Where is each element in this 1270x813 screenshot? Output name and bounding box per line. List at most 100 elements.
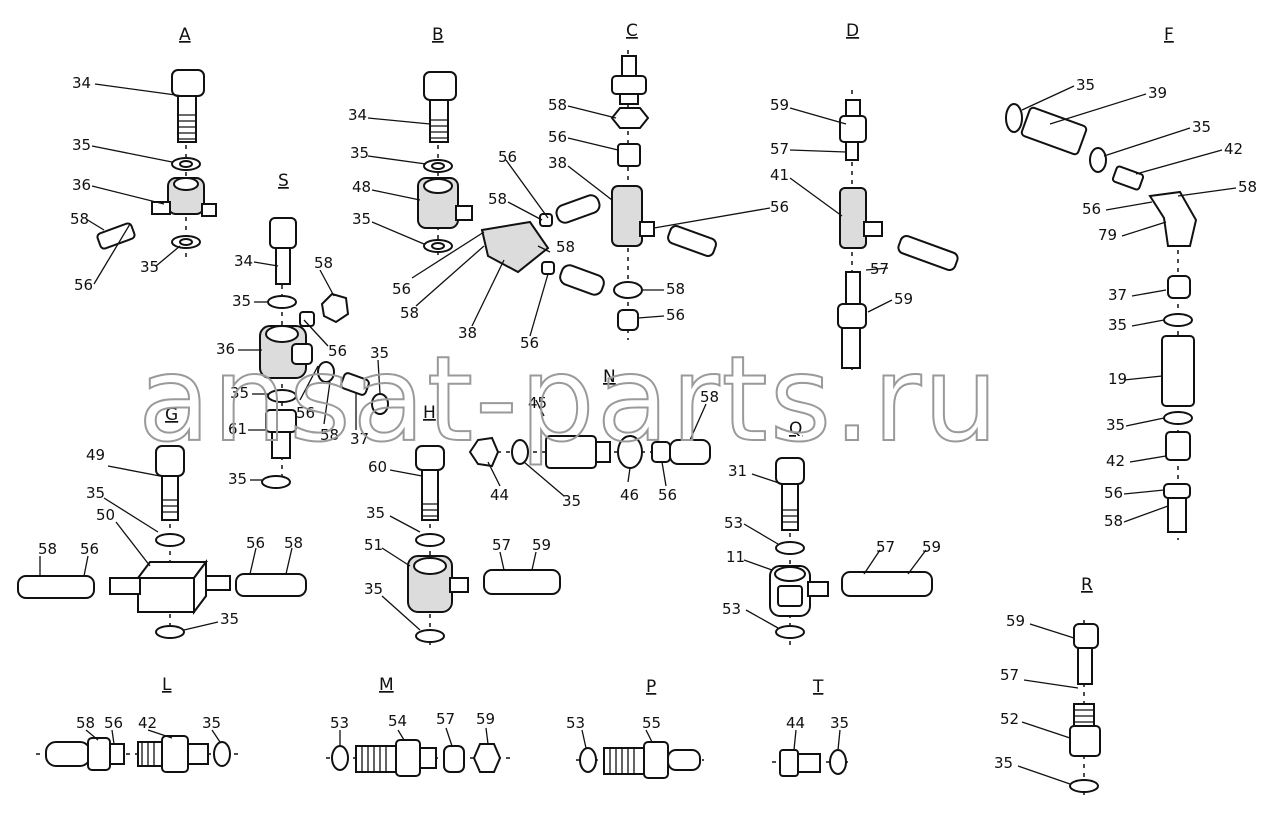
callout-S-11: 61 — [228, 420, 247, 438]
callout-S-10: 37 — [350, 430, 369, 448]
group-title-L: L — [162, 675, 172, 695]
group-title-M: M — [379, 675, 394, 695]
callout-F-5: 58 — [1238, 178, 1257, 196]
group-title-B: B — [432, 25, 444, 45]
cone-insert — [443, 745, 465, 773]
hollow-bolt — [839, 115, 867, 143]
callout-N-5: 46 — [620, 486, 639, 504]
callout-L-2: 56 — [104, 714, 123, 732]
callout-F-8: 37 — [1108, 286, 1127, 304]
washer — [511, 439, 529, 465]
nut — [610, 107, 650, 129]
callout-H-1: 60 — [368, 458, 387, 476]
cap-nut — [613, 281, 643, 299]
assembly-T: 44 35 — [772, 714, 852, 777]
callout-M-1: 53 — [330, 714, 349, 732]
callout-D-2: 57 — [770, 140, 789, 158]
washer — [415, 533, 445, 547]
washer — [213, 741, 231, 767]
tee-body — [839, 187, 867, 249]
nozzle — [483, 569, 561, 595]
callout-F-2: 39 — [1148, 84, 1167, 102]
assembly-N: 45 58 44 35 46 56 — [468, 388, 719, 510]
washer — [829, 749, 847, 775]
callout-S-8: 56 — [296, 404, 315, 422]
callout-S-1: 34 — [234, 252, 253, 270]
bolt-shank — [429, 99, 449, 143]
washer — [155, 533, 185, 547]
nozzle — [17, 575, 95, 599]
washer — [1089, 147, 1107, 173]
callout-P-1: 53 — [566, 714, 585, 732]
adapter — [1069, 725, 1101, 757]
hollow-bolt — [837, 303, 867, 329]
washer — [579, 747, 597, 773]
assembly-L: 58 56 42 35 — [36, 714, 240, 773]
bolt-shank — [177, 95, 197, 143]
adapter — [643, 741, 669, 779]
callout-A-4: 58 — [70, 210, 89, 228]
adapter — [1165, 431, 1191, 461]
callout-F-11: 35 — [1106, 416, 1125, 434]
block-body — [137, 577, 195, 613]
callout-N-1: 45 — [528, 394, 547, 412]
nozzle — [559, 264, 605, 296]
group-titles: A B C D F S G H N Q R L M P T — [162, 21, 1174, 697]
tee-body — [480, 220, 550, 274]
assembly-F: 35 39 35 42 58 56 79 37 35 19 35 42 56 5… — [1005, 76, 1257, 540]
side-thread — [109, 577, 141, 595]
callout-G-5: 56 — [80, 540, 99, 558]
nozzle — [667, 749, 701, 771]
callout-S-5: 36 — [216, 340, 235, 358]
coupling-sleeve — [1020, 106, 1088, 156]
callout-L-1: 58 — [76, 714, 95, 732]
callout-B-1: 34 — [348, 106, 367, 124]
callout-N-6: 56 — [658, 486, 677, 504]
callout-N-3: 44 — [490, 486, 509, 504]
callout-B-11: 56 — [520, 334, 539, 352]
callout-R-3: 52 — [1000, 710, 1019, 728]
nozzle — [96, 222, 136, 250]
nozzle — [235, 573, 307, 597]
adapter — [161, 735, 189, 773]
callout-P-2: 55 — [642, 714, 661, 732]
nozzle — [897, 234, 959, 272]
callout-S-9: 58 — [320, 426, 339, 444]
callout-S-6: 35 — [370, 344, 389, 362]
callout-N-2: 58 — [700, 388, 719, 406]
callout-M-3: 57 — [436, 710, 455, 728]
group-title-S: S — [278, 171, 289, 191]
washer — [155, 625, 185, 639]
group-title-D: D — [846, 21, 859, 41]
assembly-R: 59 57 52 35 — [994, 612, 1101, 800]
assembly-P: 53 55 — [566, 714, 704, 779]
callout-B-6: 58 — [488, 190, 507, 208]
assembly-Q: 31 53 11 57 59 53 — [722, 457, 941, 648]
callout-F-3: 35 — [1192, 118, 1211, 136]
bolt-shank — [275, 247, 291, 285]
callout-R-1: 59 — [1006, 612, 1025, 630]
callout-D-1: 59 — [770, 96, 789, 114]
washer — [775, 541, 805, 555]
callout-Q-1: 31 — [728, 462, 747, 480]
group-title-C: C — [626, 21, 638, 41]
hollow-bolt — [1073, 623, 1099, 649]
callout-S-12: 35 — [228, 470, 247, 488]
callout-C-1: 58 — [548, 96, 567, 114]
assembly-D: 59 57 41 57 59 — [770, 90, 959, 370]
nut — [472, 743, 502, 773]
bolt-shank — [781, 483, 799, 531]
callout-A-5: 56 — [74, 276, 93, 294]
group-title-N: N — [603, 367, 616, 387]
callout-S-3: 35 — [232, 292, 251, 310]
callout-F-10: 19 — [1108, 370, 1127, 388]
bolt-shank — [161, 475, 179, 521]
callout-B-9: 38 — [458, 324, 477, 342]
callout-N-4: 35 — [562, 492, 581, 510]
nozzle — [667, 225, 717, 257]
callout-B-3: 48 — [352, 178, 371, 196]
callout-D-3: 41 — [770, 166, 789, 184]
callout-F-12: 42 — [1106, 452, 1125, 470]
watermark: ansat-parts.ru — [138, 330, 1000, 468]
callout-T-2: 35 — [830, 714, 849, 732]
